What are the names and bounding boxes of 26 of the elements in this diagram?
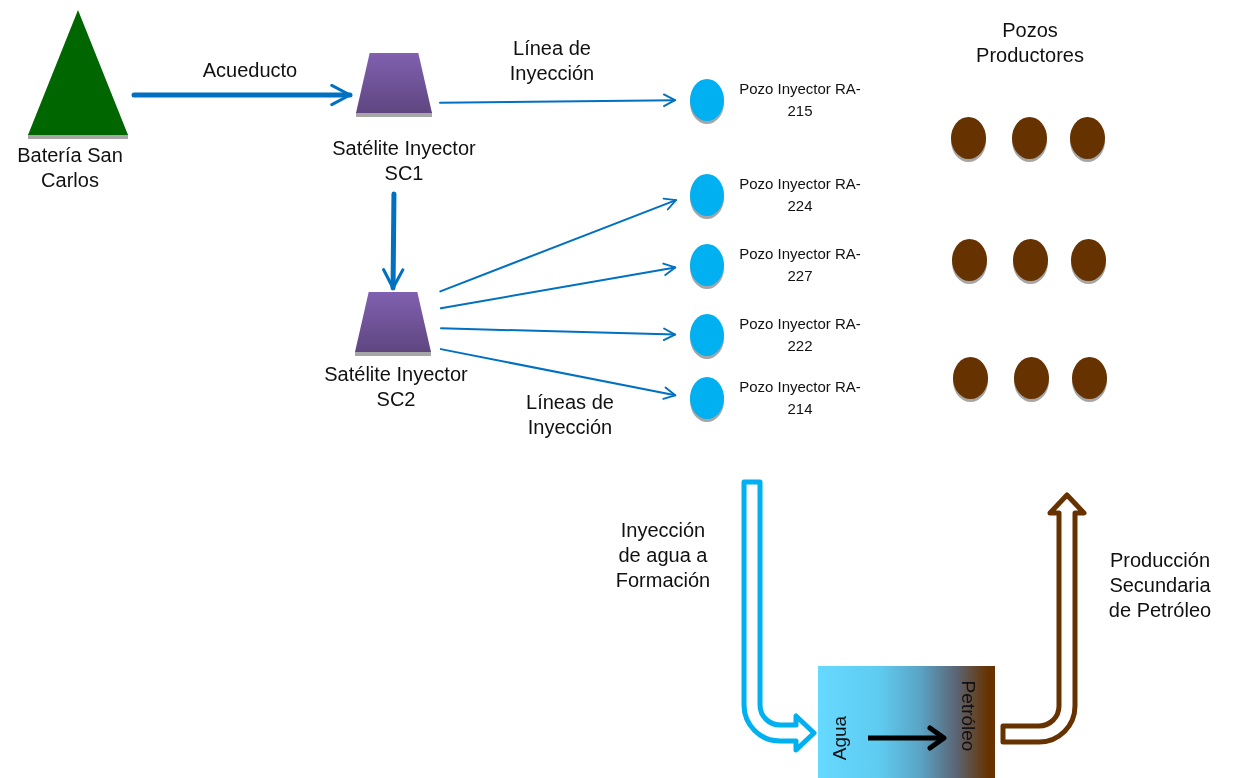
well-label: Pozo Inyector RA-215 — [738, 79, 862, 121]
node-label: Satélite Inyector SC2 — [323, 362, 469, 412]
hollow-arrow — [741, 479, 817, 753]
arrow — [440, 327, 676, 342]
well-label: Pozo Inyector RA-227 — [738, 244, 862, 286]
arrow — [439, 348, 677, 400]
well-label: Pozo Inyector RA-222 — [738, 314, 862, 356]
well-label: Pozo Inyector RA-224 — [738, 174, 862, 216]
arrow — [131, 83, 353, 107]
edge-label: Línea de Inyección — [508, 36, 596, 86]
hollow-arrow — [1000, 492, 1087, 745]
arrow — [439, 197, 677, 293]
formation-block — [818, 666, 995, 778]
well-label: Pozo Inyector RA-214 — [738, 377, 862, 419]
node-label: Batería San Carlos — [16, 143, 124, 193]
node-label: Satélite Inyector SC1 — [331, 136, 477, 186]
edge-label: Inyección de agua a Formación — [614, 518, 712, 593]
arrow — [439, 93, 676, 108]
group-heading: Pozos Productores — [975, 18, 1085, 68]
annotation-text: Líneas de Inyección — [525, 390, 615, 440]
arrow — [439, 262, 677, 310]
formation-label: Petróleo — [957, 680, 979, 752]
edge-label: Acueducto — [201, 58, 299, 83]
edge-label: Producción Secundaria de Petróleo — [1107, 548, 1213, 623]
arrow — [382, 191, 405, 291]
formation-label: Agua — [829, 715, 851, 761]
